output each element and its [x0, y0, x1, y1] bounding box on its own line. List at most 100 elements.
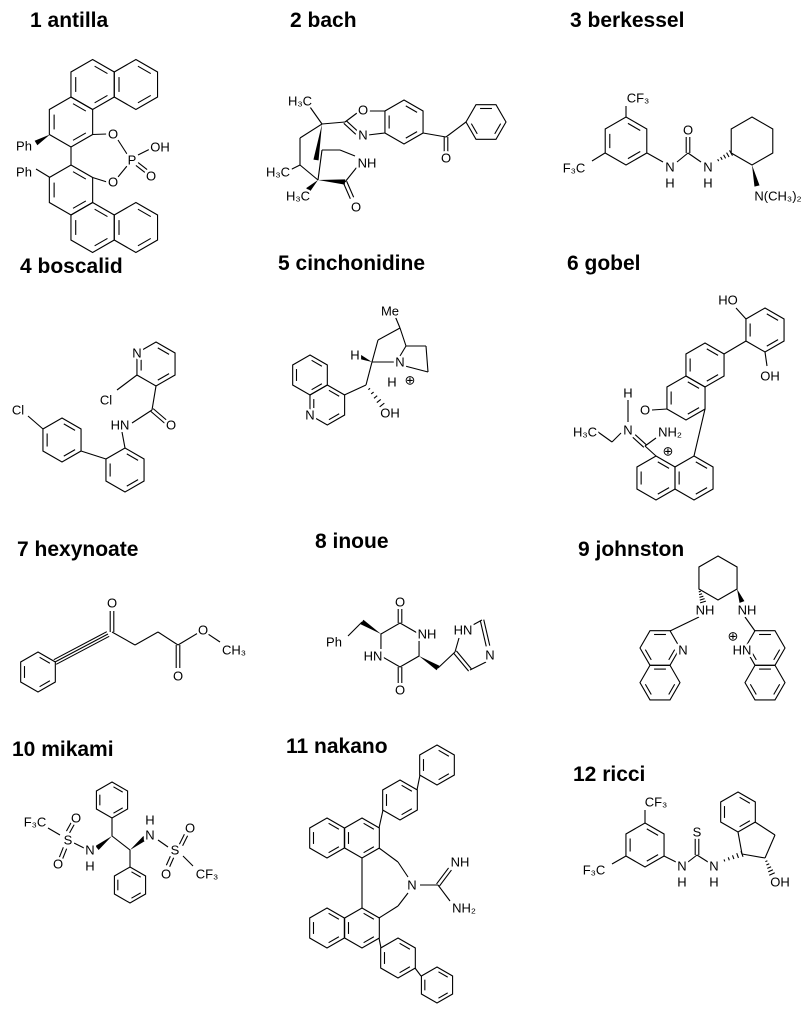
single-bond [339, 149, 356, 157]
single-bond [744, 616, 756, 632]
hash-line [376, 398, 382, 404]
atom-label: F₃C [24, 815, 47, 830]
hash-line [768, 869, 774, 873]
double-bond [152, 408, 168, 422]
ring-double-bond [687, 381, 700, 389]
atom-label: H [387, 375, 396, 390]
ring-outline [745, 307, 785, 353]
atom-label: O [358, 103, 368, 118]
atom-label: NH [358, 156, 377, 171]
hash-line [723, 154, 727, 159]
ring-double-bond [113, 807, 123, 814]
single-bond [741, 853, 766, 859]
ring-double-bond [646, 828, 659, 836]
hash-line [370, 391, 374, 395]
ring-outline [382, 779, 418, 821]
single-bond [597, 431, 613, 443]
hashed-bond [717, 150, 733, 162]
atom-label: Ph [16, 165, 32, 180]
wedge-bond [130, 835, 147, 850]
aromatic-ring [625, 822, 665, 868]
wedge-bond [306, 180, 318, 192]
ring-double-bond [773, 649, 781, 661]
atom-label: O [185, 821, 195, 836]
single-bond [737, 831, 743, 855]
hashed-bond [723, 850, 744, 862]
atom-label: OH [380, 406, 400, 421]
hash-line [736, 853, 739, 859]
aromatic-ring [745, 307, 785, 353]
ring-double-bond [749, 649, 757, 661]
ring-double-bond [137, 208, 152, 218]
hash-line [726, 152, 730, 158]
ring-double-bond [72, 103, 87, 112]
triple-bond [53, 631, 108, 661]
single-bond [92, 176, 108, 183]
ring-double-bond [401, 784, 413, 792]
aromatic-ring [636, 455, 676, 501]
single-bond [399, 345, 407, 357]
single-bond [378, 937, 382, 949]
atom-label: N [85, 843, 94, 858]
double-bond [342, 182, 351, 199]
double-bond [178, 833, 185, 845]
aromatic-ring [344, 817, 380, 859]
atom-label: O [107, 596, 117, 611]
hash-line [699, 598, 705, 601]
ring-outline [309, 907, 345, 949]
single-bond [371, 339, 379, 363]
ring-outline [48, 96, 94, 148]
aromatic-ring [70, 58, 115, 111]
atom-label: Cl [12, 403, 24, 418]
single-bond [299, 164, 319, 181]
aromatic-ring [674, 455, 714, 501]
single-bond [367, 132, 386, 136]
single-bond [377, 327, 401, 341]
atom-label: H [350, 348, 359, 363]
ring-outline [744, 664, 786, 701]
atom-label: N [407, 878, 416, 893]
single-bond [676, 152, 689, 163]
single-bond [425, 345, 429, 373]
aromatic-ring [344, 907, 380, 949]
ring-double-bond [695, 461, 708, 469]
aromatic-ring [720, 791, 756, 833]
single-bond [394, 315, 401, 329]
atom-label: O [351, 200, 361, 215]
single-bond [663, 855, 677, 863]
single-bond [378, 905, 399, 919]
hash-line [720, 156, 723, 161]
double-bond [439, 869, 452, 887]
single-bond [207, 633, 221, 643]
ring-double-bond [72, 132, 87, 141]
ring-double-bond [137, 65, 152, 75]
atom-label: O [173, 669, 183, 684]
double-bond [58, 847, 64, 858]
ring-double-bond [668, 683, 676, 695]
double-bond [343, 122, 357, 135]
single-bond [73, 842, 85, 849]
atom-label: O [166, 418, 176, 433]
atom-label: H [677, 875, 686, 890]
hash-line [727, 857, 730, 861]
single-bond [445, 121, 467, 138]
wedge-bond [360, 619, 381, 634]
ring-double-bond [657, 461, 670, 469]
single-bond [687, 152, 702, 163]
ring [698, 555, 738, 601]
atom-label: OH [760, 369, 780, 384]
atom-label: H [145, 813, 154, 828]
ring-double-bond [766, 339, 779, 347]
atom-label: H₃C [573, 425, 597, 440]
double-bond [345, 120, 359, 133]
ring-double-bond [644, 649, 652, 661]
ring-double-bond [328, 413, 340, 421]
ring-outline [105, 447, 145, 493]
ring-double-bond [126, 479, 139, 487]
hash-line [698, 593, 703, 596]
aromatic-ring [744, 664, 786, 701]
ring-double-bond [311, 359, 323, 367]
